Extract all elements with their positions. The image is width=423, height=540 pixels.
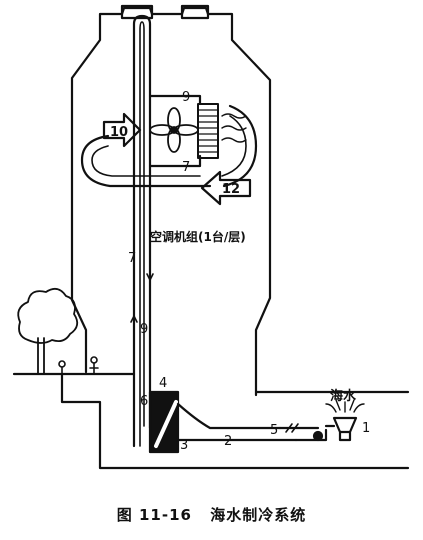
- label-n6: 6: [140, 394, 148, 409]
- seawater-spray-icon: [325, 399, 365, 413]
- arrow-12: [200, 170, 252, 206]
- fan-icon: [149, 107, 199, 153]
- riser-arrow-up: [130, 315, 138, 323]
- label-ac-unit: 空调机组(1台/层): [150, 229, 246, 244]
- number-labels: 10 9 7 12 7 9 4 6 3 2 5 1: [110, 90, 370, 453]
- label-n3: 3: [180, 438, 188, 453]
- label-n1: 1: [362, 421, 370, 436]
- heat-exchanger-4: [148, 390, 180, 454]
- pipe-to-exchanger: [176, 402, 282, 430]
- label-n2: 2: [224, 434, 232, 449]
- roof-box-right: [180, 4, 210, 20]
- pipe-2: [294, 428, 328, 442]
- label-n9-top: 9: [182, 90, 190, 105]
- label-n12: 12: [222, 182, 240, 197]
- air-wave-3: [221, 137, 247, 143]
- figure-number: 图 11-16: [116, 506, 192, 524]
- seawater-pump-icon: [332, 416, 358, 442]
- label-n4: 4: [159, 376, 167, 391]
- ground-step: [60, 372, 410, 470]
- coil-fins: [197, 109, 219, 153]
- label-n10: 10: [110, 125, 128, 140]
- riser-arrow-down: [146, 273, 154, 281]
- label-n7-top: 7: [182, 160, 190, 175]
- label-n7-mid: 7: [128, 251, 136, 266]
- air-wave-1: [221, 113, 247, 119]
- cooling-coil: [197, 103, 219, 159]
- label-n9-mid: 9: [140, 322, 148, 337]
- tree-icon: [17, 287, 79, 375]
- building-outline: [70, 6, 272, 397]
- person-icon: [58, 356, 99, 375]
- riser-pipe-inner: [139, 21, 145, 447]
- air-wave-2: [221, 125, 247, 131]
- figure-title: 海水制冷系统: [210, 506, 307, 524]
- label-n5: 5: [270, 423, 278, 438]
- pipe-7-top: [148, 154, 202, 168]
- label-seawater: 海水: [330, 388, 357, 404]
- flow-arrow-5: [285, 423, 299, 433]
- floor-loop-inner: [91, 115, 247, 177]
- riser-pipe-outer: [132, 14, 152, 448]
- figure-caption: 图 11-16 海水制冷系统: [0, 504, 423, 525]
- exchanger-diagonal: [154, 400, 178, 448]
- arrow-10: [102, 112, 142, 148]
- valve-icon: [312, 430, 324, 442]
- pipe-9-top: [148, 94, 202, 106]
